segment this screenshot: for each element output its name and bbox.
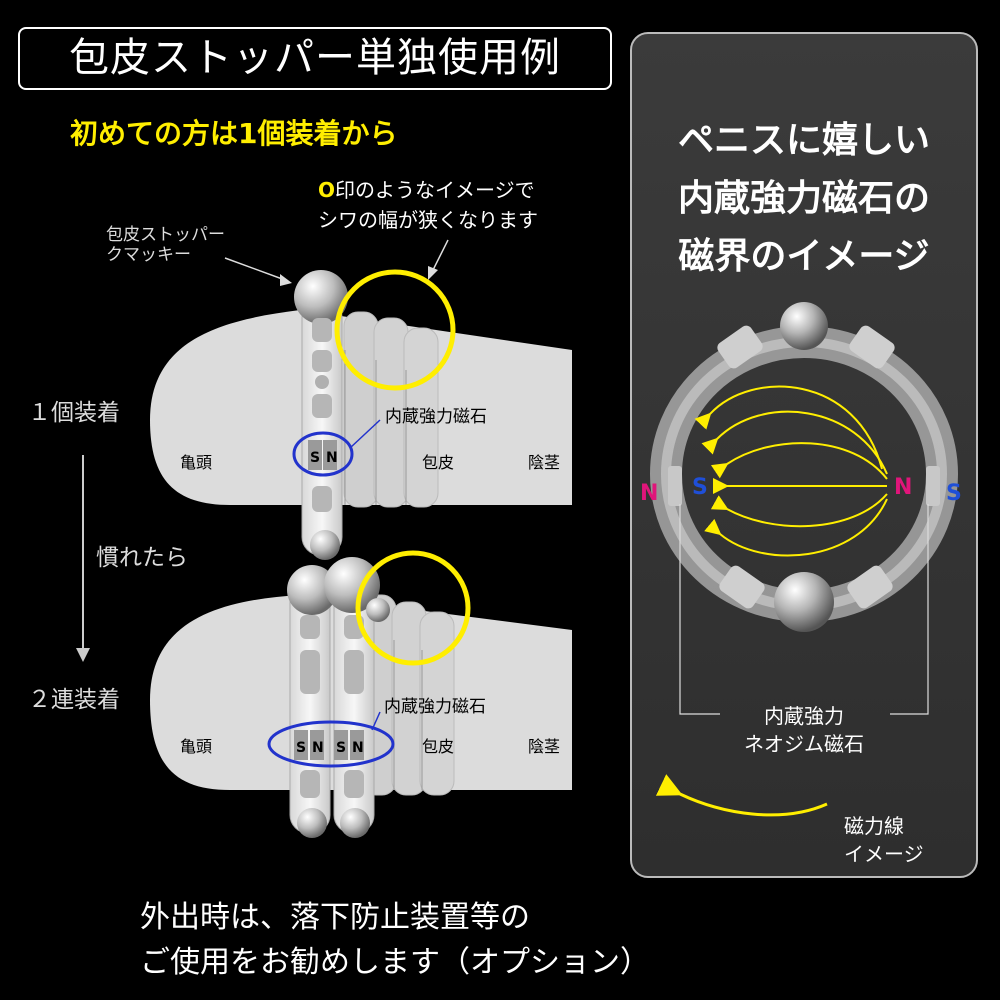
magnet-highlight-ring	[292, 431, 354, 477]
field-line-label: 磁力線 イメージ	[844, 812, 924, 868]
ring-caption: O印のようなイメージで シワの幅が狭くなります	[318, 175, 538, 235]
field-label-line2: イメージ	[844, 842, 924, 866]
panel-title-line2: 内蔵強力磁石の	[677, 178, 930, 219]
highlight-circle	[355, 550, 471, 666]
left-pole-n: N	[640, 481, 658, 506]
pole-n: N	[312, 740, 324, 756]
pointer-line	[431, 239, 449, 273]
pole-n: N	[352, 740, 364, 756]
stopper-caption-line1: 包皮ストッパー	[106, 225, 225, 245]
neodymium-magnet-label: 内蔵強力 ネオジム磁石	[632, 702, 976, 758]
ring-caption-line2: シワの幅が狭くなります	[318, 208, 538, 232]
bottom-ball	[774, 572, 834, 632]
down-arrow-icon	[76, 648, 90, 662]
magnetic-field-panel: ペニスに嬉しい 内蔵強力磁石の 磁界のイメージ	[630, 32, 978, 878]
circle-mark: O	[318, 178, 336, 202]
stopper-caption-line2: クマッキー	[106, 245, 191, 265]
step-two-label: ２連装着	[28, 687, 120, 713]
field-label-line1: 磁力線	[844, 814, 904, 838]
magnet-label: 内蔵強力磁石	[384, 697, 486, 717]
magnet-highlight-ring	[267, 720, 395, 768]
stopper-ball	[294, 270, 348, 324]
bottom-note-line1: 外出時は、落下防止装置等の	[140, 900, 530, 935]
fold	[403, 327, 439, 508]
panel-title-line1: ペニスに嬉しい	[677, 120, 930, 161]
right-pole-s: S	[946, 481, 962, 506]
bottom-note: 外出時は、落下防止装置等の ご使用をお勧めします（オプション）	[140, 895, 650, 985]
top-ball	[780, 302, 828, 350]
left-pole-s: S	[692, 475, 708, 500]
right-magnet	[926, 466, 940, 506]
field-lines	[694, 385, 888, 557]
step-one-label: １個装着	[28, 400, 120, 426]
panel-title: ペニスに嬉しい 内蔵強力磁石の 磁界のイメージ	[632, 112, 976, 286]
step-used-label: 慣れたら	[96, 545, 188, 571]
field-legend-arrow-icon	[655, 774, 828, 817]
pole-s: S	[296, 740, 306, 756]
shaft-label: 陰茎	[528, 453, 560, 472]
ring-highlight	[661, 337, 947, 611]
highlight-circle	[334, 269, 456, 391]
foreskin-label: 包皮	[422, 453, 454, 472]
magnet-label-line2: ネオジム磁石	[744, 732, 864, 756]
fold	[343, 311, 379, 508]
pointer-head-icon	[280, 274, 292, 286]
ring-field-svg: N S N S	[640, 302, 962, 817]
pole-s: S	[336, 740, 346, 756]
glans-label: 亀頭	[180, 737, 212, 756]
pole-s: S	[310, 450, 320, 466]
double-ring-diagram: S N S N 内蔵強力磁石 亀頭 包皮 陰茎	[150, 550, 572, 838]
ring-caption-line1: 印のようなイメージで	[335, 178, 535, 202]
foreskin-label: 包皮	[422, 737, 454, 756]
single-ring-diagram: S N 内蔵強力磁石 亀頭 包皮 陰茎	[150, 269, 572, 560]
stopper-caption: 包皮ストッパー クマッキー	[106, 225, 225, 265]
pointer-head-icon	[428, 266, 438, 280]
page-title: 包皮ストッパー単独使用例	[18, 27, 612, 90]
pole-n: N	[326, 450, 338, 466]
shaft-label: 陰茎	[528, 737, 560, 756]
subtitle: 初めての方は1個装着から	[70, 117, 398, 150]
left-magnet	[668, 466, 682, 506]
stopper-ball	[310, 530, 340, 560]
glans-label: 亀頭	[180, 453, 212, 472]
bottom-note-line2: ご使用をお勧めします（オプション）	[140, 945, 650, 980]
right-pole-n: N	[894, 475, 912, 500]
magnet-label: 内蔵強力磁石	[385, 407, 487, 427]
pointer-line	[224, 257, 286, 281]
magnet-label-line1: 内蔵強力	[764, 704, 844, 728]
diagram-svg: S N 内蔵強力磁石 亀頭 包皮 陰茎	[76, 239, 572, 838]
panel-title-line3: 磁界のイメージ	[678, 236, 930, 277]
